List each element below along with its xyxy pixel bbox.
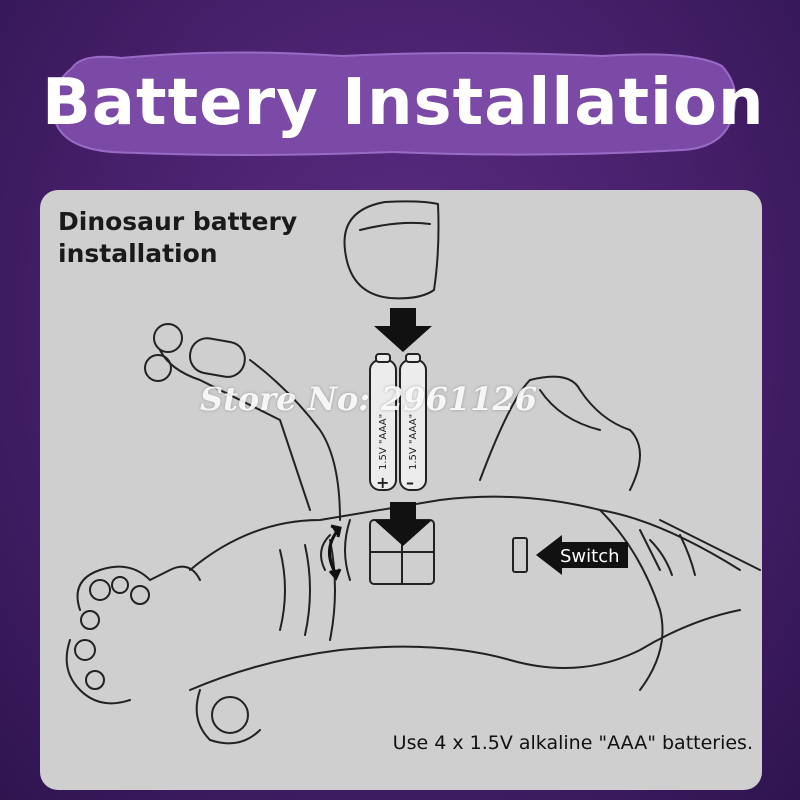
battery-1-label: 1.5V "AAA" <box>378 414 389 470</box>
page-title: Battery Installation <box>42 66 765 140</box>
switch-arrow: Switch <box>536 535 628 575</box>
instruction-panel: Dinosaur battery installation <box>40 190 762 790</box>
panel-heading: Dinosaur battery installation <box>58 207 298 268</box>
title-banner: Battery Installation <box>42 48 765 158</box>
battery-2-sign: – <box>406 473 414 492</box>
battery-instruction-note: Use 4 x 1.5V alkaline "AAA" batteries. <box>392 732 753 754</box>
battery-pack: + – 1.5V "AAA" 1.5V "AAA" <box>369 353 427 492</box>
rotate-arrow-icon <box>328 524 342 581</box>
title-banner-shape <box>51 51 737 156</box>
battery-1-sign: + <box>376 473 389 492</box>
dinosaur-illustration: + – 1.5V "AAA" 1.5V "AAA" Switch <box>65 200 761 745</box>
switch-label: Switch <box>560 546 620 567</box>
battery-2-label: 1.5V "AAA" <box>408 414 419 470</box>
store-watermark: Store No: 2961126 <box>200 380 537 418</box>
arrow-down-icon <box>374 308 432 352</box>
arrow-down-icon <box>374 502 432 546</box>
battery-cover-outline <box>343 200 440 300</box>
